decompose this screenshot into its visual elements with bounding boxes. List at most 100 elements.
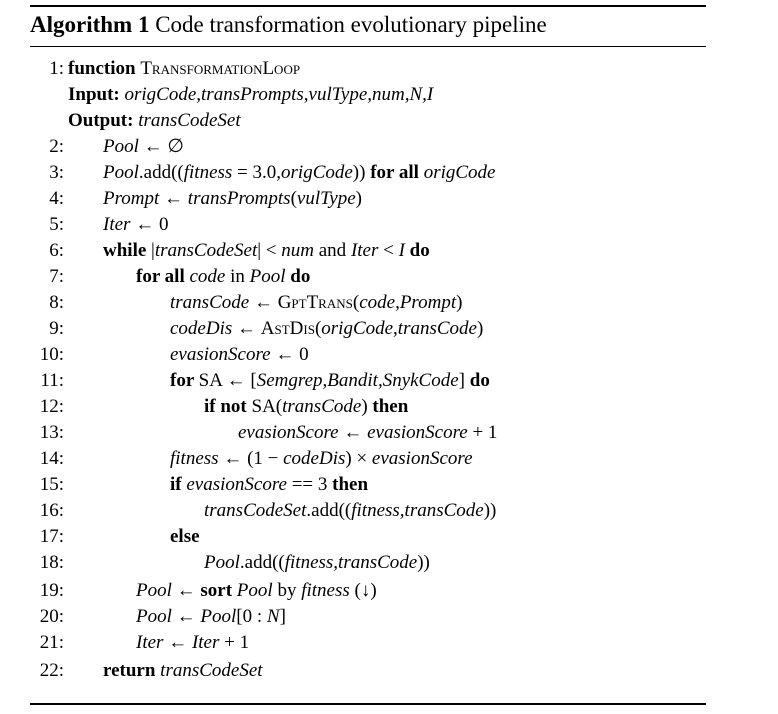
bottom-rule [30,703,706,705]
line-number: 22: [39,660,64,681]
algorithm-line: 16: transCodeSet.add((fitness,transCode)) [30,498,706,524]
code-text: ] [279,606,286,627]
procedure-name: TransformationLoop [140,58,301,79]
line-number: 10: [39,344,64,365]
math-variable: codeDis [283,448,346,469]
line-number: 7: [49,266,64,287]
code-text: + 1 [467,422,498,443]
line-number: 20: [39,606,64,627]
math-variable: Iter [103,214,131,235]
algorithm-line: Output: transCodeSet [30,108,706,134]
code-text: ( [352,292,360,313]
line-code: Pool.add((fitness,transCode)) [204,550,430,576]
line-code: Input: origCode,transPrompts,vulType,num… [68,82,433,108]
line-number: 19: [39,580,64,601]
line-code: transCodeSet.add((fitness,transCode)) [204,498,496,524]
code-text: in [225,266,250,287]
keyword: function [68,58,141,79]
math-variable: origCode [423,162,496,183]
line-code: Pool ← ∅ [103,134,184,160]
math-variable: Semgrep,Bandit,SnykCode [256,370,459,391]
code-text: ) [355,188,362,209]
math-variable: Iter [350,240,379,261]
line-number: 1: [49,58,64,79]
keyword: for all [136,266,190,287]
keyword: do [285,266,311,287]
math-variable: code [189,266,226,287]
line-code: Pool ← Pool[0 : N] [136,604,286,630]
line-number: 11: [40,370,64,391]
algorithm-line: 11: for SA ← [Semgrep,Bandit,SnykCode] do [30,368,706,394]
line-code: Output: transCodeSet [68,108,241,134]
top-rule [30,5,706,7]
algorithm-label: Algorithm 1 [30,12,150,37]
code-text: .add(( [239,552,285,573]
math-variable: Pool [236,580,273,601]
keyword: sort [200,580,237,601]
code-text: ) [361,396,373,417]
line-number: 16: [39,500,64,521]
math-variable: origCode,transCode [321,318,477,339]
code-text: ← 0 [270,344,309,365]
algorithm-line: 20: Pool ← Pool[0 : N] [30,604,706,630]
line-code: transCode ← GptTrans(code,Prompt) [170,290,462,316]
math-variable: I [398,240,405,261]
line-code: evasionScore ← evasionScore + 1 [238,420,497,446]
line-code: function TransformationLoop [68,56,300,82]
line-number: 15: [39,474,64,495]
caption-rule [30,46,706,47]
algorithm-line: 3:Pool.add((fitness = 3.0,origCode)) for… [30,160,706,186]
math-variable: Prompt [103,188,160,209]
line-number: 17: [39,526,64,547]
math-variable: Iter [136,632,164,653]
line-code: for SA ← [Semgrep,Bandit,SnykCode] do [170,368,490,394]
keyword: while [103,240,152,261]
line-number: 18: [39,552,64,573]
math-variable: evasionScore [238,422,339,443]
keyword: if not [204,396,252,417]
algorithm-line: 9:codeDis ← AstDis(origCode,transCode) [30,316,706,342]
keyword: then [332,474,369,495]
code-text: < [378,240,399,261]
math-variable: fitness [170,448,219,469]
line-number: 5: [49,214,64,235]
keyword: for [170,370,199,391]
algorithm-line: 10: evasionScore ← 0 [30,342,706,368]
code-text: | [151,240,155,261]
code-text: )) [417,552,430,573]
line-code: while |transCodeSet| < num and Iter < I … [103,238,430,264]
code-text: ) [456,292,463,313]
line-number: 14: [39,448,64,469]
procedure-name: GptTrans [277,292,353,313]
line-code: Pool.add((fitness = 3.0,origCode)) for a… [103,160,495,186]
algorithm-title: Code transformation evolutionary pipelin… [155,12,547,37]
algorithm-caption: Algorithm 1 Code transformation evolutio… [30,9,547,41]
math-variable: transPrompts [187,188,291,209]
code-text: + 1 [219,632,250,653]
algorithm-line: 12:if not SA(transCode) then [30,394,706,420]
math-variable: Pool [204,552,240,573]
line-code: Prompt ← transPrompts(vulType) [103,186,362,212]
procedure-name: AstDis [260,318,315,339]
line-code: evasionScore ← 0 [170,342,309,368]
math-variable: codeDis [170,318,233,339]
math-variable: Iter [191,632,220,653]
keyword: Input: [68,84,125,105]
code-text: ← [338,422,368,443]
line-number: 12: [39,396,64,417]
line-number: 21: [39,632,64,653]
code-text: )) [483,500,497,521]
math-variable: fitness,transCode [351,500,484,521]
line-code: return transCodeSet [103,658,263,684]
line-code: if evasionScore == 3 then [170,472,368,498]
line-code: fitness ← (1 − codeDis) × evasionScore [170,446,473,472]
math-variable: evasionScore [170,344,271,365]
math-variable: transCode [170,292,250,313]
keyword: else [170,526,200,547]
algorithm-line: 14: fitness ← (1 − codeDis) × evasionScor… [30,446,706,472]
algorithm-line: 4:Prompt ← transPrompts(vulType) [30,186,706,212]
code-text: )) [352,162,371,183]
math-variable: transCode [282,396,362,417]
math-variable: Pool [200,606,237,627]
algorithm-line: 8:transCode ← GptTrans(code,Prompt) [30,290,706,316]
